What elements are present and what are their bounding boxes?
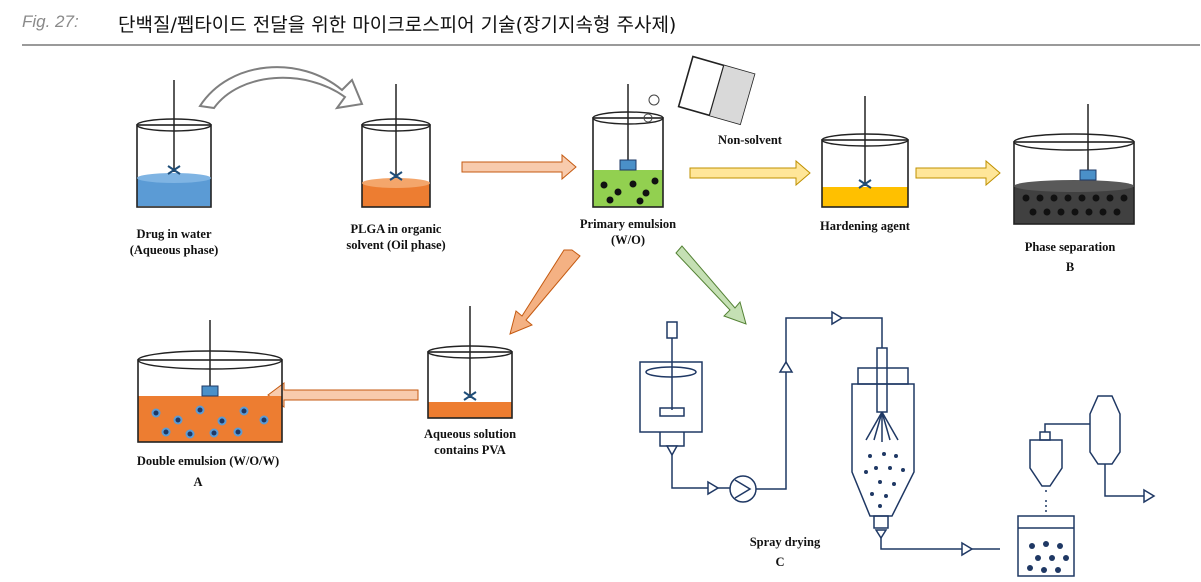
label-route-a: A bbox=[193, 475, 202, 489]
label-spray-drying: Spray drying bbox=[750, 535, 821, 549]
beaker-primary-emulsion bbox=[592, 84, 664, 208]
beaker-oil bbox=[361, 84, 431, 208]
arrow-to-aqueous-pva bbox=[509, 249, 581, 335]
beaker-aqueous bbox=[136, 80, 212, 208]
transfer-curved-arrow bbox=[198, 66, 364, 110]
spray-drying-apparatus bbox=[639, 310, 1156, 577]
label-primary-emulsion: Primary emulsion bbox=[580, 217, 676, 231]
label-non-solvent: Non-solvent bbox=[718, 133, 783, 147]
beaker-double-emulsion bbox=[137, 320, 283, 443]
arrow-to-double-emulsion bbox=[267, 382, 419, 408]
beaker-aqueous-pva bbox=[427, 306, 513, 419]
non-solvent-container bbox=[677, 55, 756, 126]
header-rule bbox=[22, 44, 1200, 46]
label-route-b: B bbox=[1066, 260, 1074, 274]
label-aqueous-phase: (Aqueous phase) bbox=[130, 243, 219, 257]
label-drug-in-water: Drug in water bbox=[137, 227, 212, 241]
figure-number: Fig. 27: bbox=[22, 12, 79, 31]
beaker-phase-separation bbox=[1013, 104, 1135, 225]
arrow-to-spray-drying bbox=[675, 245, 747, 325]
label-aqueous-solution: Aqueous solution bbox=[424, 427, 516, 441]
arrow-to-hardening bbox=[689, 159, 811, 187]
label-route-c: C bbox=[775, 555, 784, 569]
figure-title: 단백질/펩타이드 전달을 위한 마이크로스피어 기술(장기지속형 주사제) bbox=[118, 14, 677, 36]
label-plga: PLGA in organic bbox=[351, 222, 442, 236]
label-hardening-agent: Hardening agent bbox=[820, 219, 911, 233]
label-phase-separation: Phase separation bbox=[1025, 240, 1116, 254]
label-contains-pva: contains PVA bbox=[434, 443, 506, 457]
label-double-emulsion: Double emulsion (W/O/W) bbox=[137, 454, 279, 468]
arrow-to-separation bbox=[915, 159, 1001, 187]
figure-header: Fig. 27: 단백질/펩타이드 전달을 위한 마이크로스피어 기술(장기지속… bbox=[0, 0, 1201, 46]
label-oil-phase: solvent (Oil phase) bbox=[346, 238, 445, 252]
label-wo: (W/O) bbox=[611, 233, 645, 247]
spray-particles bbox=[864, 452, 1069, 573]
arrow-to-primary bbox=[461, 153, 577, 181]
beaker-hardening bbox=[821, 96, 909, 208]
